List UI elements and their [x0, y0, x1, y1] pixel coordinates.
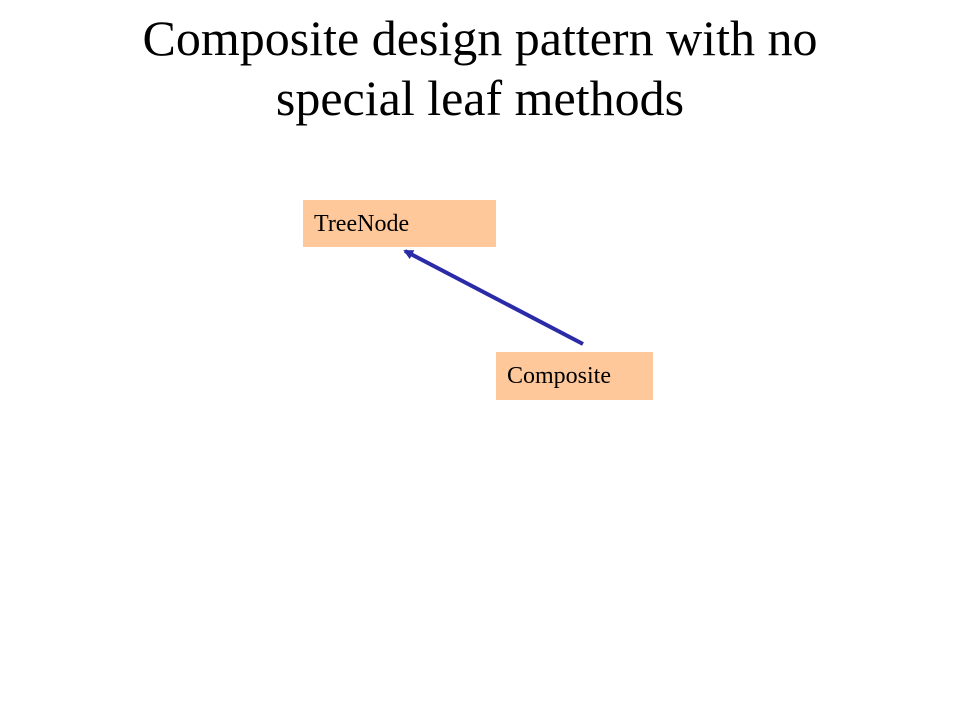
edge-composite-to-treenode [403, 249, 584, 346]
node-treenode-label: TreeNode [314, 211, 410, 237]
node-composite: Composite [496, 352, 653, 400]
node-composite-label: Composite [507, 363, 612, 389]
slide-title-line-1: Composite design pattern with no [142, 10, 818, 66]
node-treenode: TreeNode [303, 200, 496, 247]
slide-title-line-2: special leaf methods [275, 70, 685, 126]
slide-title: Composite design pattern with no special… [0, 8, 960, 128]
